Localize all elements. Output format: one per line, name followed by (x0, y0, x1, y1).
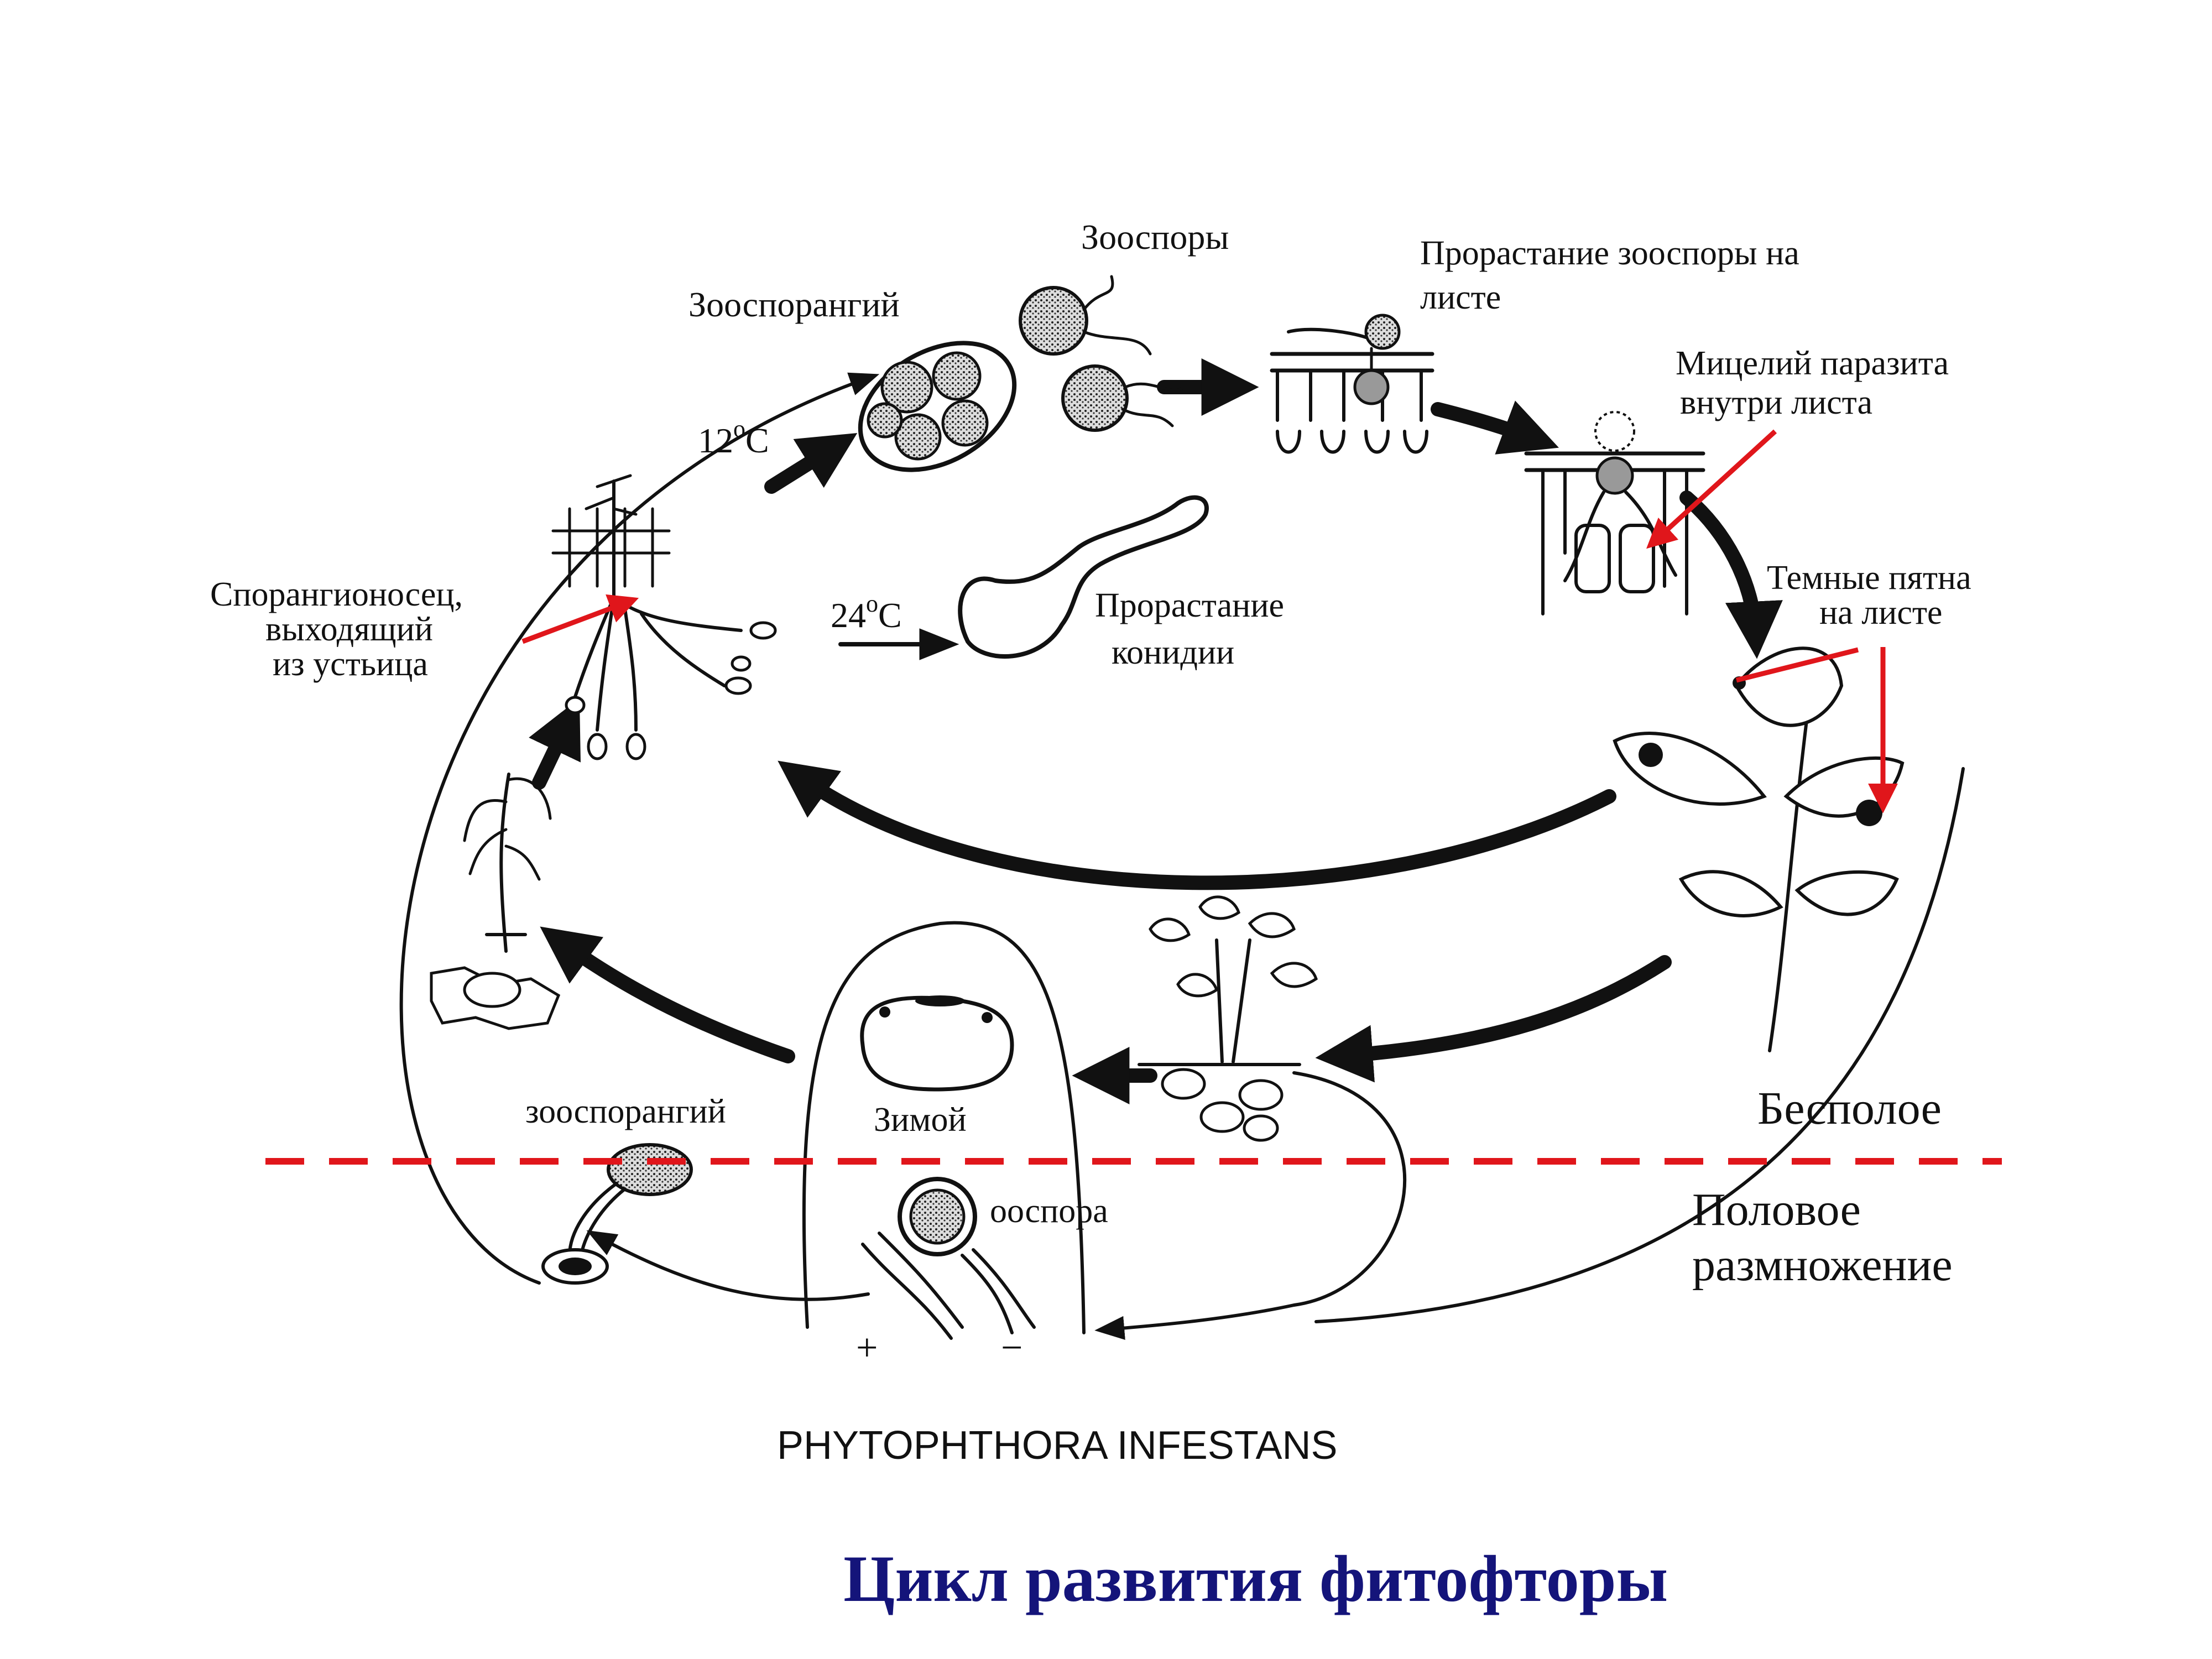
bottom-zoosporangium-drawing (541, 1143, 693, 1285)
label-mycelium-line1: Мицелий паразита (1676, 345, 1949, 382)
label-dark-spots-line1: Темные пятна (1767, 559, 1971, 597)
label-temp-24: 24oC (831, 590, 902, 635)
label-conidia-germination-line1: Прорастание (1095, 587, 1284, 624)
label-zoospore-germination-line1: Прорастание зооспоры на (1420, 234, 1799, 272)
label-mycelium-line2: внутри листа (1680, 384, 1872, 421)
label-sporangiophore-line1: Спорангионосец, (210, 576, 463, 613)
arrow-mycelium-to-spots (1679, 491, 1783, 659)
infected-sprout-drawing (430, 773, 561, 1030)
label-oospore: ооспора (990, 1192, 1108, 1230)
leaf-with-dark-spots-drawing (1613, 646, 1905, 1052)
zoospore-germination-on-leaf-drawing (1270, 314, 1434, 454)
pointer-spot-1 (1735, 647, 1859, 683)
label-sporangiophore-line3: из устьица (273, 645, 428, 683)
label-sexual-line2: размножение (1692, 1239, 1953, 1291)
label-zoospore-germination-line2: листе (1420, 279, 1501, 316)
germinating-conidium-drawing (958, 495, 1209, 659)
label-temp-12: 12oC (698, 415, 769, 460)
label-dark-spots-line2: на листе (1819, 594, 1942, 632)
label-asexual: Бесполое (1757, 1083, 1942, 1134)
page-title: Цикл развития фитофторы (843, 1542, 1668, 1615)
pointer-sporangiophore (521, 594, 639, 644)
label-winter: Зимой (874, 1101, 967, 1139)
label-sporangiophore-line2: выходящий (265, 611, 433, 648)
label-zoosporangium-bottom: зооспорангий (525, 1093, 726, 1130)
u-shape-winter-outline (802, 921, 1086, 1334)
label-minus: − (1001, 1327, 1022, 1369)
sporangiophore-drawing (551, 474, 777, 760)
outer-cycle-line (399, 372, 880, 1285)
arrow-to-zoosporangium (764, 432, 858, 494)
label-conidia-germination-line2: конидии (1112, 634, 1234, 671)
pointer-mycelium (1646, 429, 1777, 549)
arrow-big-return (778, 760, 1616, 890)
mycelium-inside-leaf-drawing (1524, 411, 1705, 615)
arrow-sprout-to-sporangiophore (529, 698, 581, 790)
label-zoosporangium-top: Зооспорангий (688, 285, 900, 324)
stored-tuber-drawing (860, 995, 1014, 1092)
zoospores-drawing (1019, 275, 1185, 432)
oospore-drawing (861, 1177, 1036, 1340)
to-oospore-line (1094, 1071, 1407, 1340)
outer-return-line (1314, 767, 1965, 1323)
potato-plant-drawing (1138, 895, 1318, 1142)
arrow-winter-to-sprout (540, 926, 795, 1063)
label-plus: + (856, 1327, 878, 1369)
species-name: PHYTOPHTHORA INFESTANS (777, 1423, 1337, 1468)
zoosporangium-drawing (858, 341, 1017, 472)
arrow-plant-to-tuber (1315, 955, 1672, 1083)
to-bottom-zoosporangium-line (586, 1230, 870, 1301)
label-sexual-line1: Половое (1692, 1184, 1861, 1235)
arrow-leaf-to-mycelium (1431, 400, 1559, 455)
label-zoospores: Зооспоры (1081, 217, 1229, 257)
